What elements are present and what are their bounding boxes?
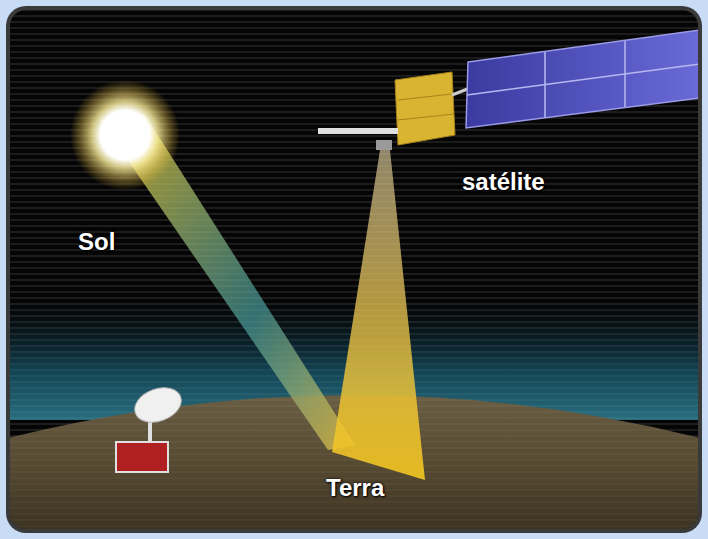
part-label: Terra bbox=[326, 474, 384, 502]
sun bbox=[70, 80, 180, 190]
sensor-cone bbox=[332, 150, 425, 480]
satellite bbox=[318, 30, 698, 150]
part-label: Sol bbox=[78, 228, 115, 256]
part-label: satélite bbox=[462, 168, 545, 196]
scene bbox=[10, 10, 698, 529]
ground-station bbox=[116, 382, 186, 472]
scanlines bbox=[10, 10, 698, 529]
